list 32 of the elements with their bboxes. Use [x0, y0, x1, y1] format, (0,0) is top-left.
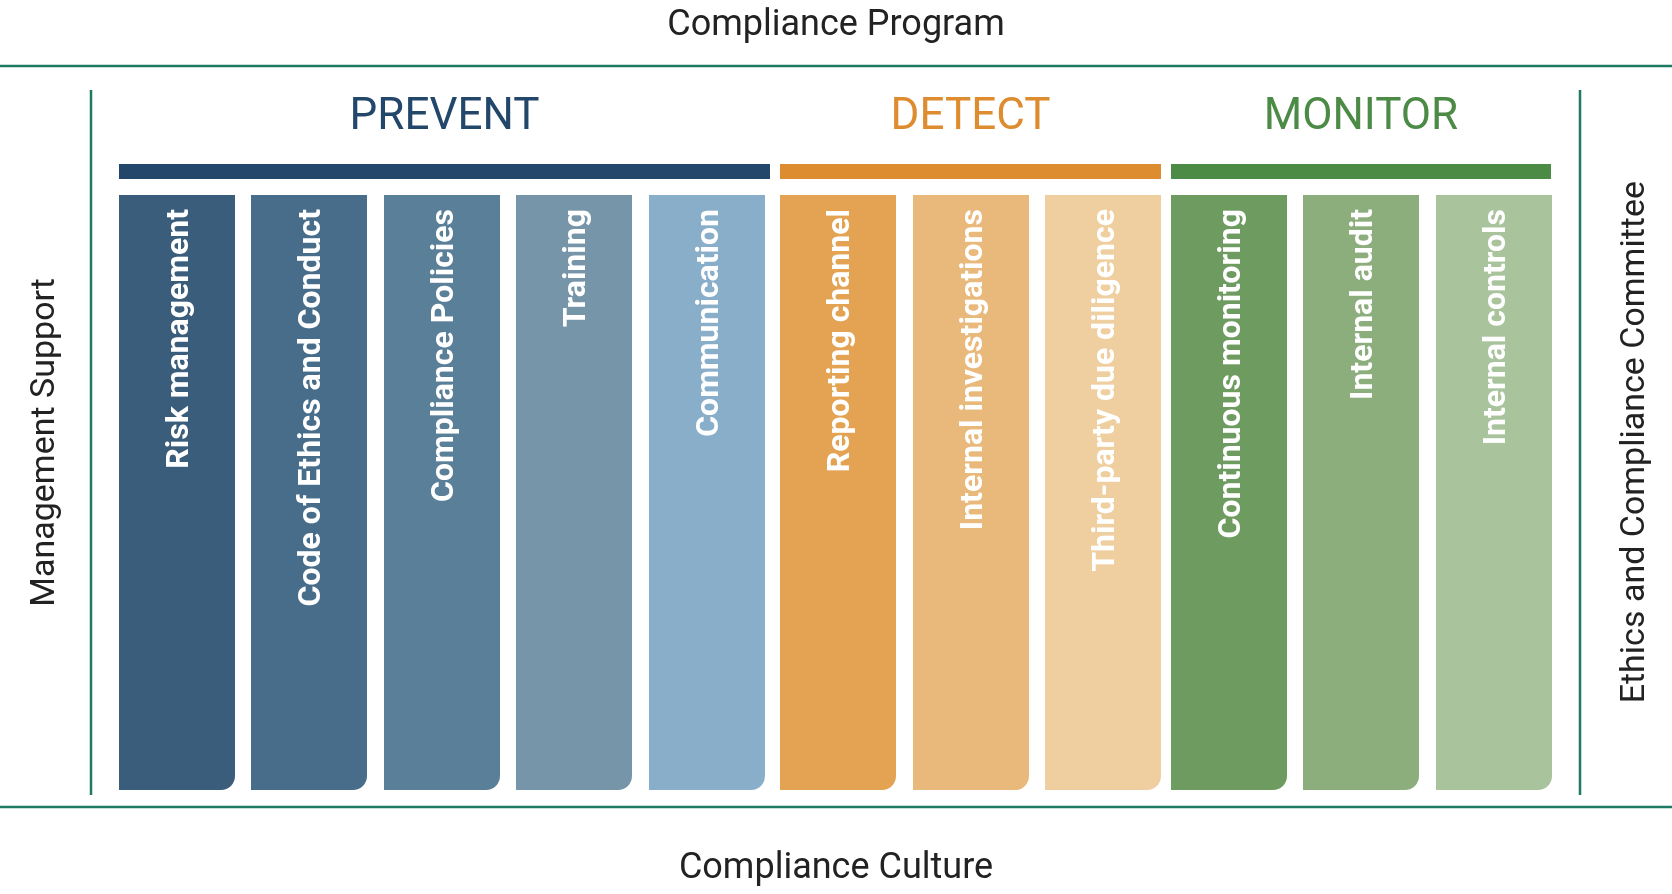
pillar-label: Training: [558, 209, 590, 328]
group-bar: [780, 164, 1161, 179]
group-bar: [119, 164, 770, 179]
pillar-column: [649, 195, 765, 790]
group-heading: PREVENT: [348, 92, 541, 136]
pillar-label: Continuous monitoring: [1213, 209, 1245, 539]
pillar-label: Internal investigations: [955, 209, 987, 531]
side-label: Ethics and Compliance Committee: [1615, 181, 1649, 704]
pillar-label: Internal controls: [1478, 209, 1510, 446]
pillar-column: [384, 195, 500, 790]
pillar-label: Internal audit: [1345, 209, 1377, 400]
pillar-label: Communication: [691, 209, 723, 437]
pillar-column: [516, 195, 632, 790]
pillar-label: Reporting channel: [822, 209, 854, 473]
group-heading: DETECT: [889, 92, 1052, 136]
pillar-label: Risk management: [161, 209, 193, 469]
group-bar: [1171, 164, 1551, 179]
pillar-label: Code of Ethics and Conduct: [293, 209, 325, 607]
pillar-column: [780, 195, 896, 790]
pillar-column: [1303, 195, 1419, 790]
side-label: Management Support: [25, 278, 59, 607]
pillar-label: Compliance Policies: [426, 209, 458, 502]
pillar-column: [913, 195, 1029, 790]
pillar-label: Third-party due diligence: [1087, 209, 1119, 572]
group-heading: MONITOR: [1262, 92, 1460, 136]
title: Compliance Program: [666, 2, 1006, 44]
pillar-column: [251, 195, 367, 790]
pillar-column: [119, 195, 235, 790]
caption: Compliance Culture: [677, 845, 995, 887]
pillar-column: [1436, 195, 1552, 790]
pillar-column: [1045, 195, 1161, 790]
pillar-column: [1171, 195, 1287, 790]
